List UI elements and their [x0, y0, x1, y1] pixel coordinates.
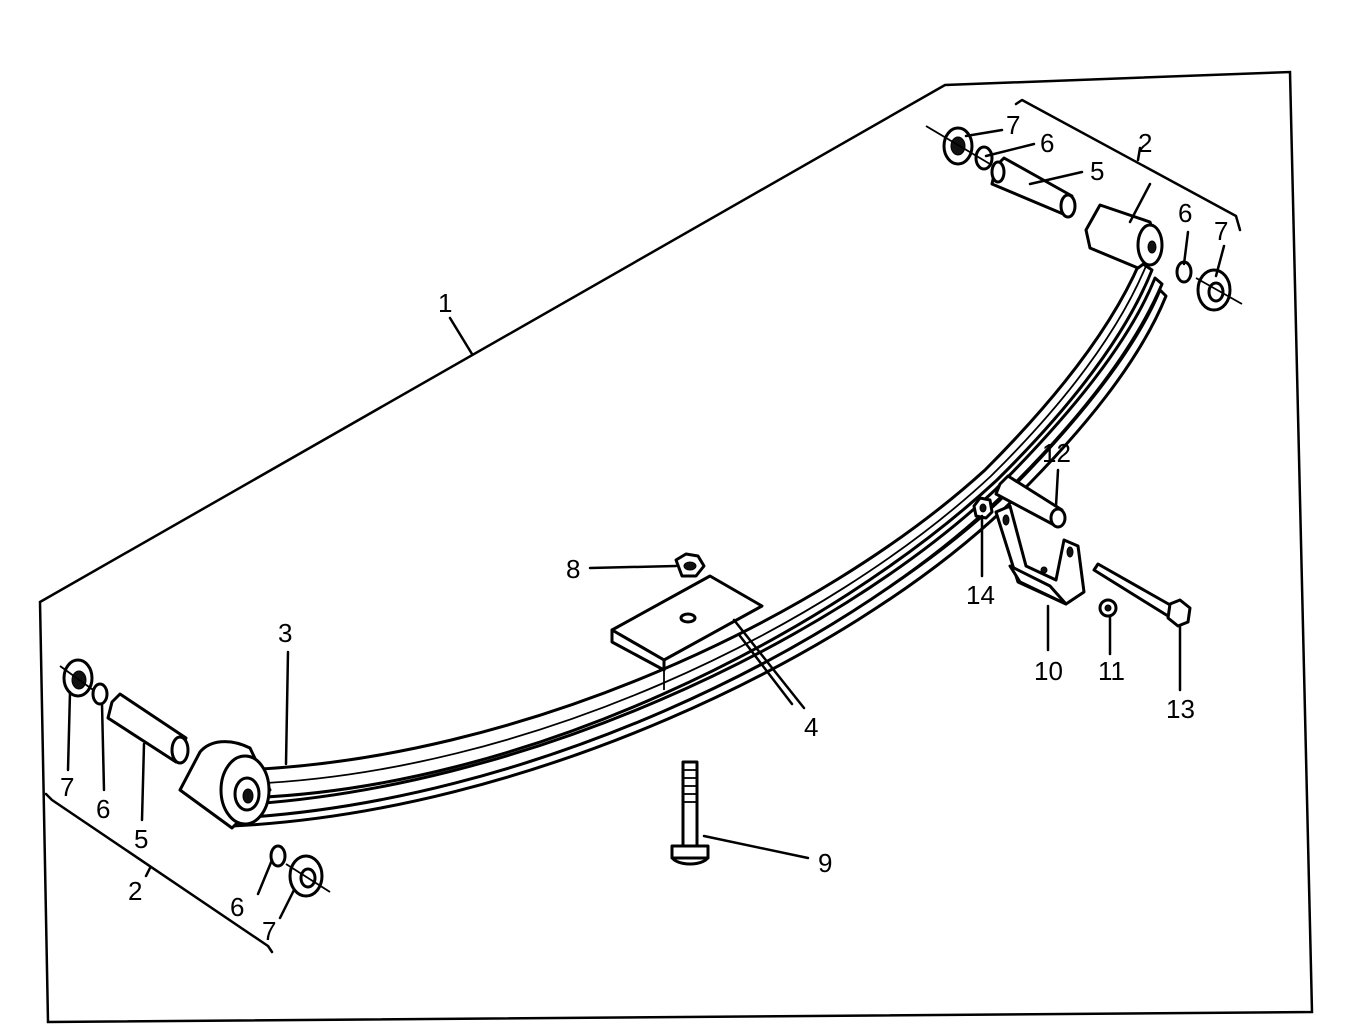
cap-7-bottom: [285, 854, 331, 898]
main-leaf: [238, 260, 1154, 800]
leader-lines: [66, 128, 1226, 920]
callout-3: 3: [278, 618, 292, 648]
callout-13: 13: [1166, 694, 1195, 724]
right-spring-eye: [1084, 203, 1164, 270]
callout-6-left: 6: [96, 794, 110, 824]
callout-7-left: 7: [60, 772, 74, 802]
assembly-frame: [38, 70, 1314, 1024]
callout-5-left: 5: [134, 824, 148, 854]
callout-4: 4: [804, 712, 818, 742]
bolt-13: [1092, 562, 1192, 628]
cap-7-right: [1195, 268, 1243, 312]
nut-8: [674, 552, 706, 578]
cap-7-left: [59, 658, 97, 698]
leaf-edge: [244, 265, 1147, 785]
callout-7-top: 7: [1006, 110, 1020, 140]
clamp-bolt-hole: [679, 612, 697, 624]
callout-6-top: 6: [1040, 128, 1054, 158]
callout-2-bottom: 2: [128, 876, 142, 906]
callout-7-bottom: 7: [262, 916, 276, 946]
nut-14: [972, 496, 994, 520]
bushing-5-right: [990, 156, 1077, 219]
shackle-bracket-10: [994, 504, 1086, 606]
washer-6-bottom: [269, 844, 287, 868]
callout-5-top: 5: [1090, 156, 1104, 186]
leaf-spring: [228, 260, 1168, 828]
callout-9: 9: [818, 848, 832, 878]
nut-11: [1098, 598, 1118, 618]
callout-6-right: 6: [1178, 198, 1192, 228]
washer-6-left: [91, 682, 109, 706]
callout-2-top: 2: [1138, 128, 1152, 158]
bushing-5-left: [106, 692, 190, 765]
callout-6-bottom: 6: [230, 892, 244, 922]
callout-1: 1: [438, 288, 452, 318]
u-bolt-9: [670, 760, 710, 866]
callout-8: 8: [566, 554, 580, 584]
callout-14: 14: [966, 580, 995, 610]
callout-12: 12: [1042, 438, 1071, 468]
group-bracket-top: [1014, 98, 1242, 232]
callout-7-right: 7: [1214, 216, 1228, 246]
callout-11: 11: [1098, 656, 1125, 686]
pin-12: [994, 474, 1067, 529]
group-bracket-bottom: [44, 792, 274, 954]
left-spring-eye: [178, 740, 272, 830]
callout-10: 10: [1034, 656, 1063, 686]
cap-7-top-left: [925, 125, 991, 166]
leaf-2: [233, 276, 1164, 820]
